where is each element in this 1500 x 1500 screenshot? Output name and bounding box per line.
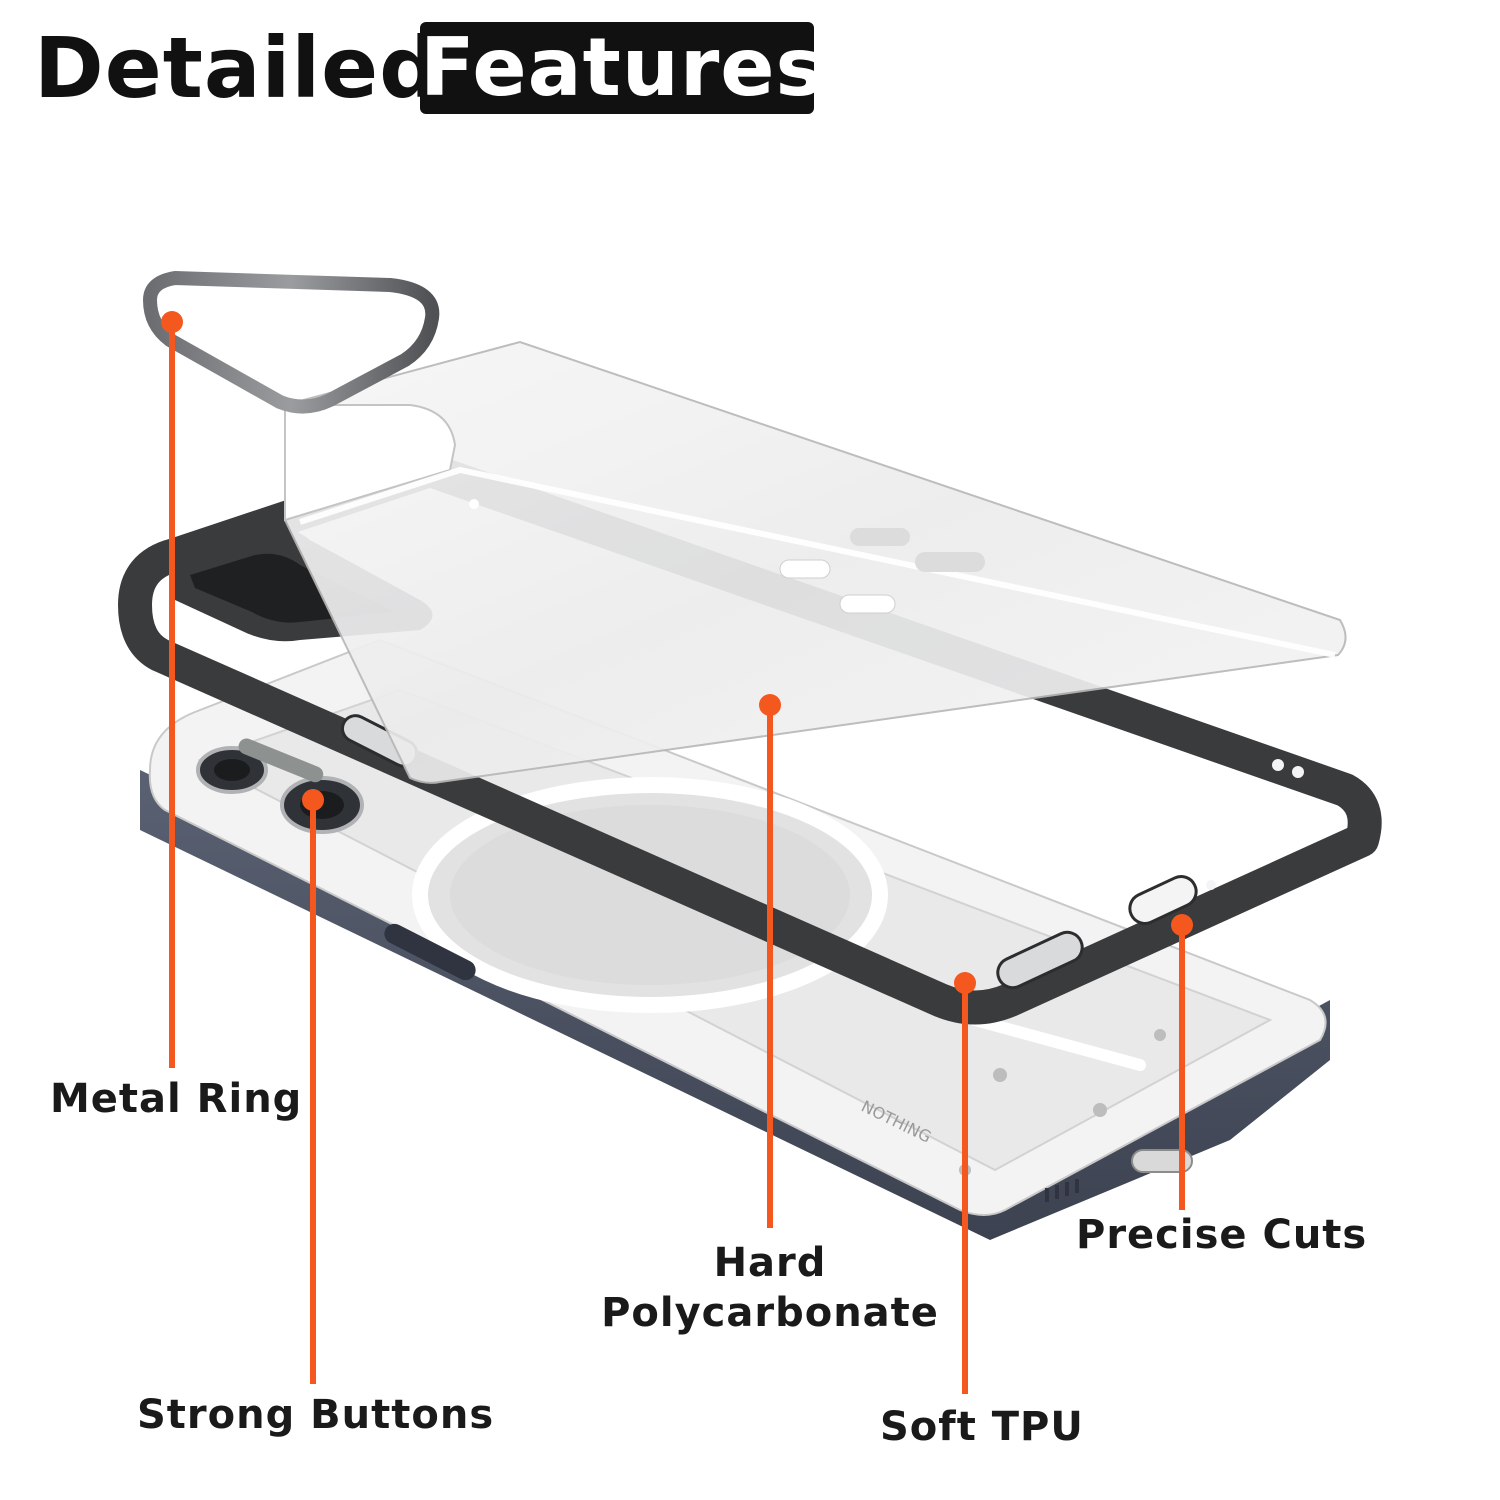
callout-strong-buttons-leader xyxy=(302,789,324,1384)
polycarbonate-back-plate xyxy=(284,340,1347,784)
callout-precise-cuts-label: Precise Cuts xyxy=(1076,1212,1368,1258)
callout-hard-polycarbonate-label: Hard Polycarbonate xyxy=(601,1240,939,1336)
phone-side-button xyxy=(384,923,476,981)
usb-port xyxy=(1131,1149,1193,1173)
page-title-highlight: Features xyxy=(420,21,825,114)
callout-metal-ring-leader xyxy=(161,311,183,1068)
callout-soft-tpu-leader xyxy=(954,972,976,1394)
callout-precise-cuts-leader xyxy=(1171,914,1193,1210)
callout-hard-polycarbonate-leader xyxy=(759,694,781,1228)
callout-metal-ring-label: Metal Ring xyxy=(50,1076,303,1122)
page-title: Detailed xyxy=(34,19,441,117)
callout-strong-buttons-label: Strong Buttons xyxy=(137,1392,495,1438)
callout-soft-tpu-label: Soft TPU xyxy=(880,1404,1084,1450)
